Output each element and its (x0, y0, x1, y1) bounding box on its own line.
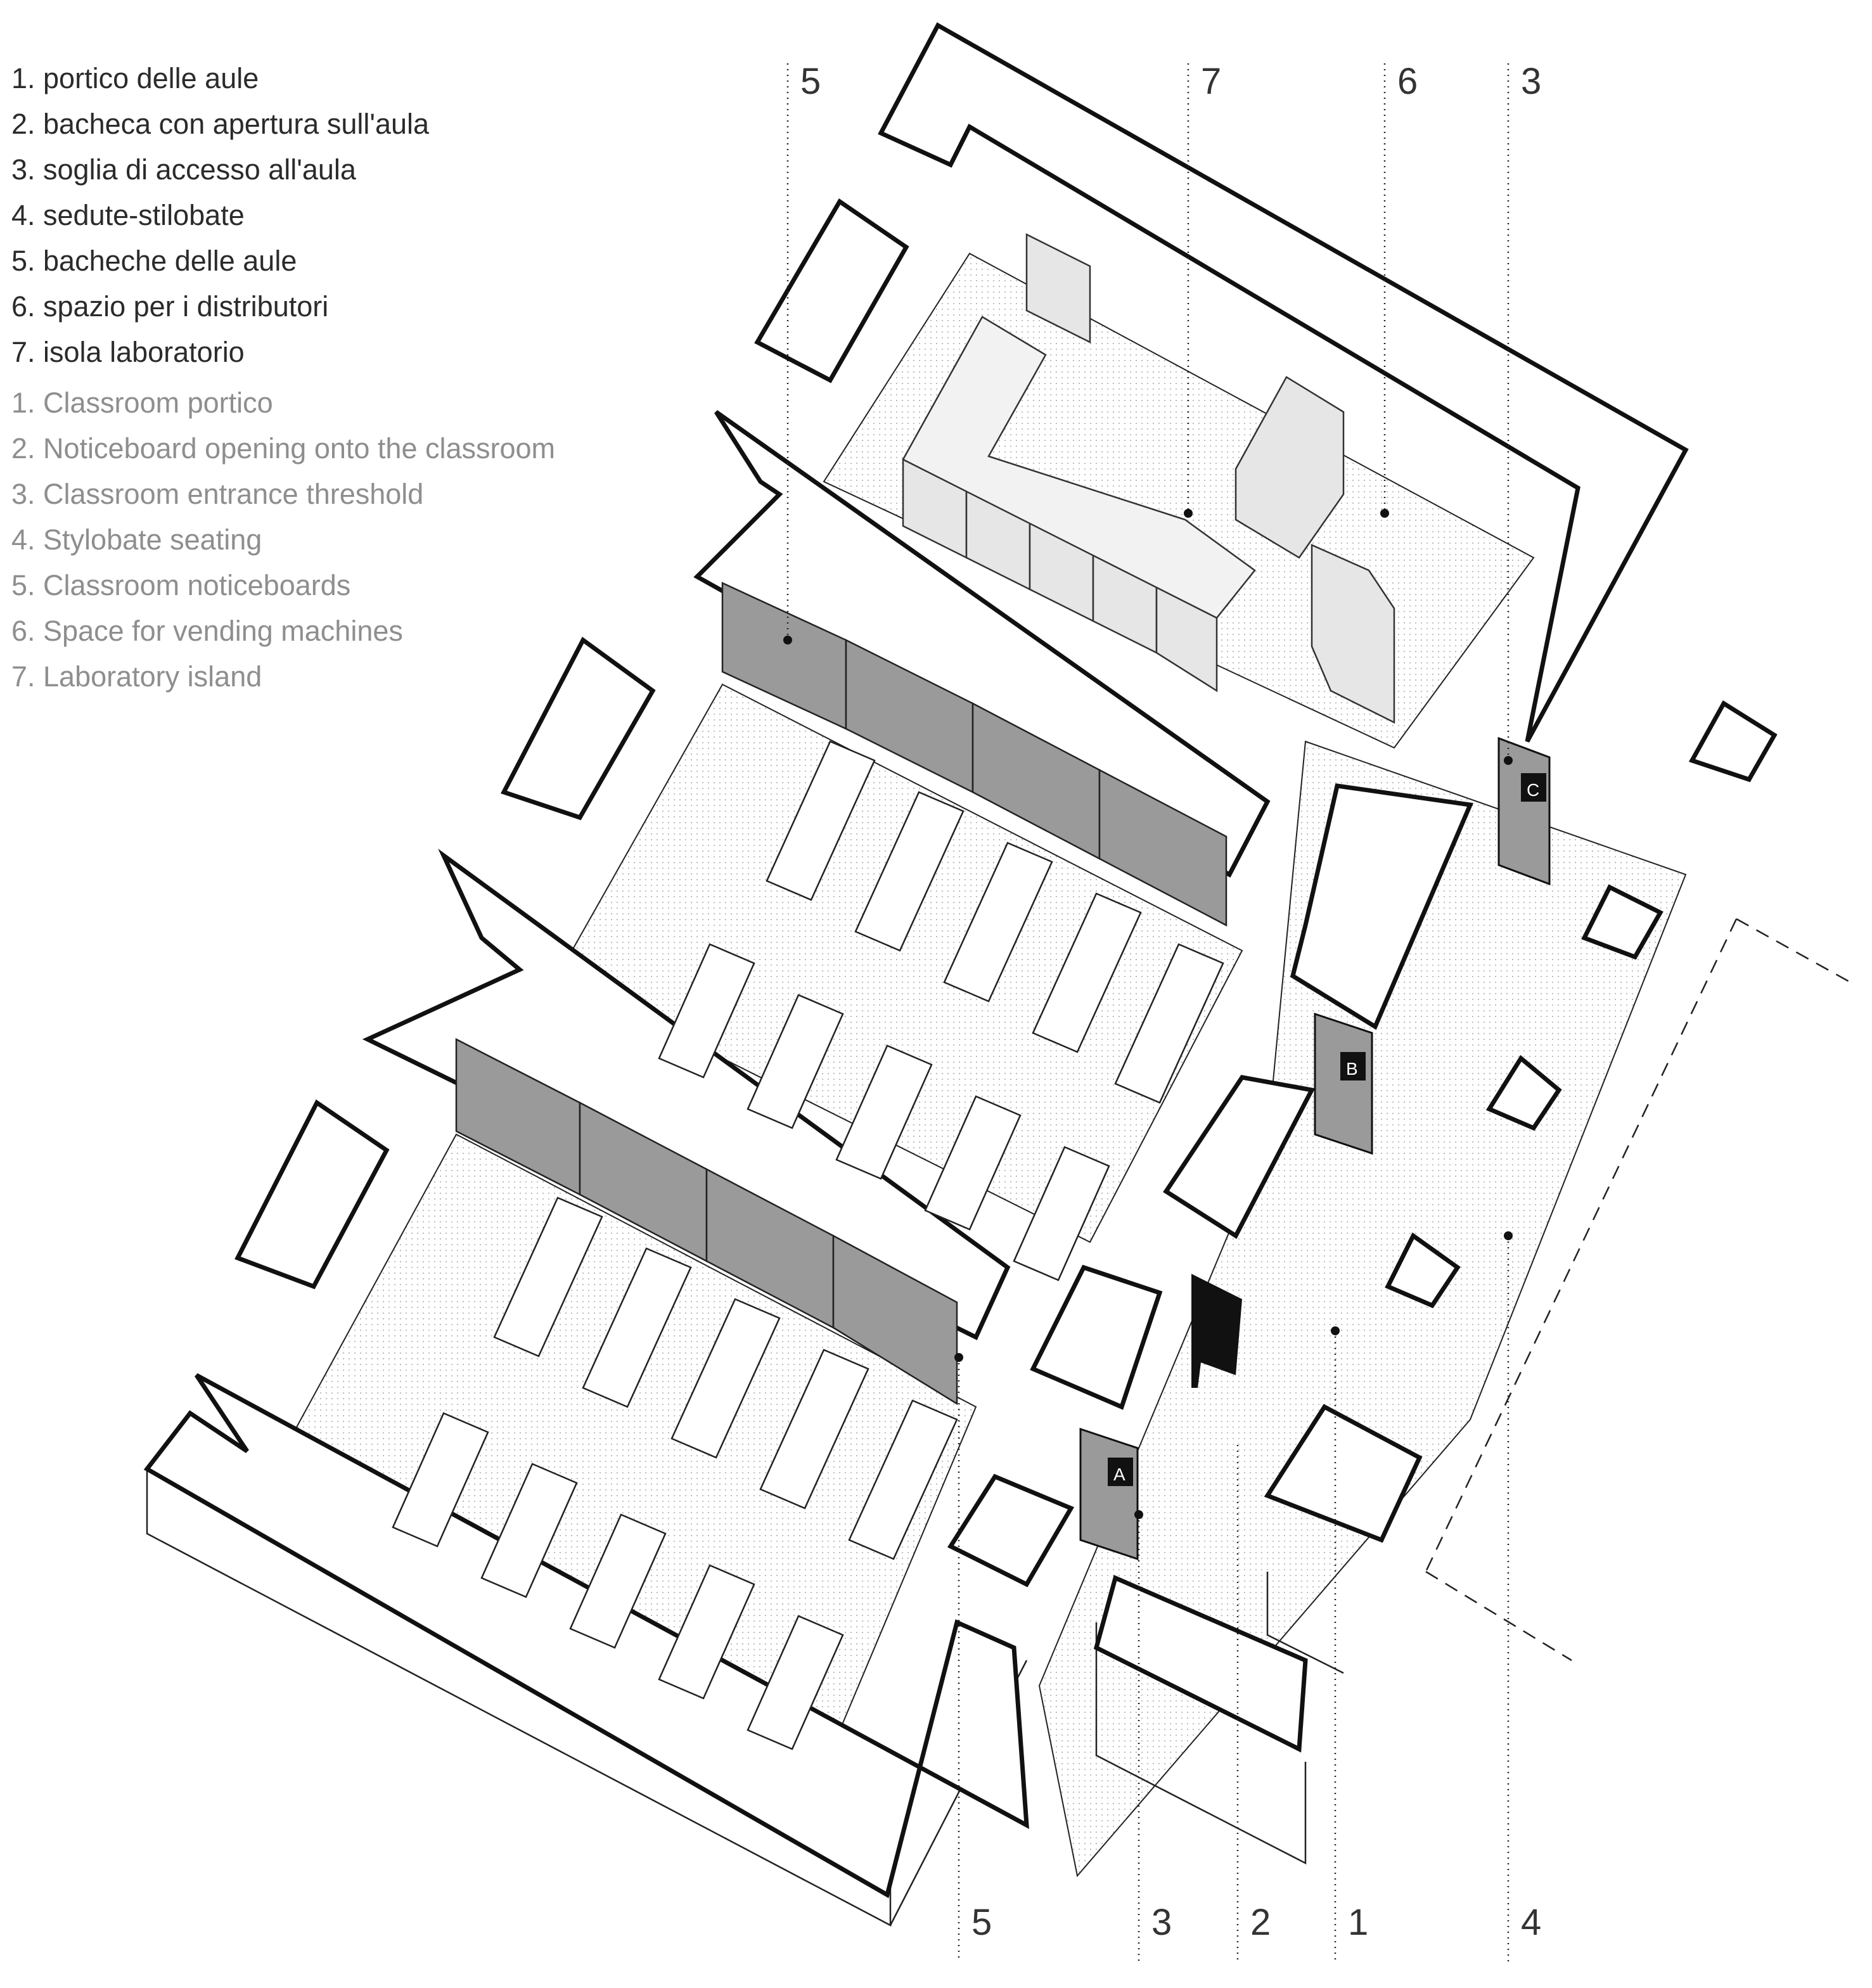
legend: 1. portico delle aule 2. bacheca con ape… (11, 56, 645, 700)
door-totem-b (1314, 1012, 1373, 1155)
legend-item-it-2: 2. bacheca con apertura sull'aula (11, 108, 430, 140)
pier-east-c (1030, 1264, 1163, 1410)
desk (943, 842, 1053, 1003)
portico-column-6 (1093, 1575, 1308, 1753)
wall-middle-1 (693, 410, 1271, 878)
desk (1032, 892, 1142, 1053)
door-totem-a (1079, 1427, 1139, 1561)
legend-italian: 1. portico delle aule 2. bacheca con ape… (11, 56, 645, 375)
noticeboard-opening (1191, 1274, 1242, 1388)
floor-classroom-b (556, 683, 1243, 1243)
legend-item-en-4: 4. Stylobate seating (11, 523, 262, 556)
callout-dots (783, 509, 1513, 1519)
desk (670, 1298, 781, 1459)
callout-bottom-3: 3 (1151, 1902, 1172, 1943)
door-sign-c-letter: C (1527, 780, 1539, 800)
desk (854, 791, 965, 952)
door-sign-a-letter: A (1113, 1465, 1125, 1484)
desk (848, 1399, 958, 1560)
callout-leaders (786, 63, 1510, 1961)
callout-bottom-2: 2 (1250, 1902, 1271, 1943)
desk (924, 1095, 1022, 1231)
legend-item-en-5: 5. Classroom noticeboards (11, 569, 351, 601)
lab-cabinet (1234, 376, 1345, 559)
desk (835, 1044, 933, 1180)
pier-east-b (1163, 1075, 1316, 1240)
vending-shelf (1311, 544, 1395, 724)
wall-middle-2 (362, 849, 1011, 1340)
portico-column-4 (1385, 1232, 1461, 1309)
noticeboard-a-4 (832, 1234, 958, 1406)
legend-item-en-7: 7. Laboratory island (11, 660, 262, 693)
desk (392, 1412, 489, 1548)
door-sign-b-letter: B (1346, 1059, 1358, 1079)
desk (582, 1247, 692, 1408)
callout-top-7: 7 (1201, 61, 1221, 102)
desk (658, 1564, 755, 1700)
legend-item-en-3: 3. Classroom entrance threshold (11, 478, 424, 510)
legend-item-it-4: 4. sedute-stilobate (11, 199, 245, 231)
site-lines (1425, 918, 1851, 1662)
portico-column-5 (1264, 1404, 1423, 1543)
desk (658, 943, 755, 1079)
door-sign-a (1108, 1458, 1133, 1486)
legend-item-it-5: 5. bacheche delle aule (11, 245, 297, 277)
legend-item-it-7: 7. isola laboratorio (11, 336, 245, 368)
desk (1013, 1146, 1110, 1281)
noticeboard-b-4 (1098, 768, 1228, 927)
desk (493, 1196, 603, 1357)
portico-column-1 (1688, 700, 1778, 783)
portico-column-2 (1581, 884, 1664, 960)
pier-west-1 (754, 198, 909, 383)
callout-bottom-1: 1 (1348, 1902, 1368, 1943)
desks (392, 740, 1224, 1750)
desk (569, 1513, 667, 1649)
callout-bottom-4: 4 (1521, 1902, 1541, 1943)
desk (480, 1463, 578, 1598)
legend-item-en-6: 6. Space for vending machines (11, 615, 403, 647)
wall-north (878, 22, 1689, 743)
door-sign-c (1521, 773, 1546, 802)
legend-item-it-3: 3. soglia di accesso all'aula (11, 153, 356, 186)
callout-top-3: 3 (1521, 61, 1541, 102)
callout-top-5: 5 (800, 61, 821, 102)
legend-item-en-2: 2. Noticeboard opening onto the classroo… (11, 432, 556, 465)
noticeboards (455, 582, 1228, 1406)
desk (747, 994, 844, 1129)
pier-west-3 (234, 1099, 390, 1290)
lab-small-box (1025, 233, 1091, 344)
legend-item-it-6: 6. spazio per i distributori (11, 290, 329, 323)
pier-east-a (1290, 783, 1474, 1030)
callout-bottom-5: 5 (971, 1902, 992, 1943)
legend-item-it-1: 1. portico delle aule (11, 62, 259, 94)
pier-east-d (947, 1473, 1075, 1587)
desk (1114, 943, 1224, 1104)
portico-column-3 (1485, 1055, 1562, 1131)
door-sign-b (1340, 1052, 1366, 1081)
pier-west-2 (501, 636, 656, 821)
desk (759, 1349, 869, 1510)
lab-top (902, 316, 1256, 619)
door-signs: A B C (1079, 736, 1551, 1561)
legend-english: 1. Classroom portico 2. Noticeboard open… (11, 380, 645, 700)
lab-island (902, 233, 1395, 724)
legend-item-en-1: 1. Classroom portico (11, 387, 273, 419)
desk (747, 1615, 844, 1750)
callout-top-6: 6 (1397, 61, 1418, 102)
desk (766, 740, 876, 901)
